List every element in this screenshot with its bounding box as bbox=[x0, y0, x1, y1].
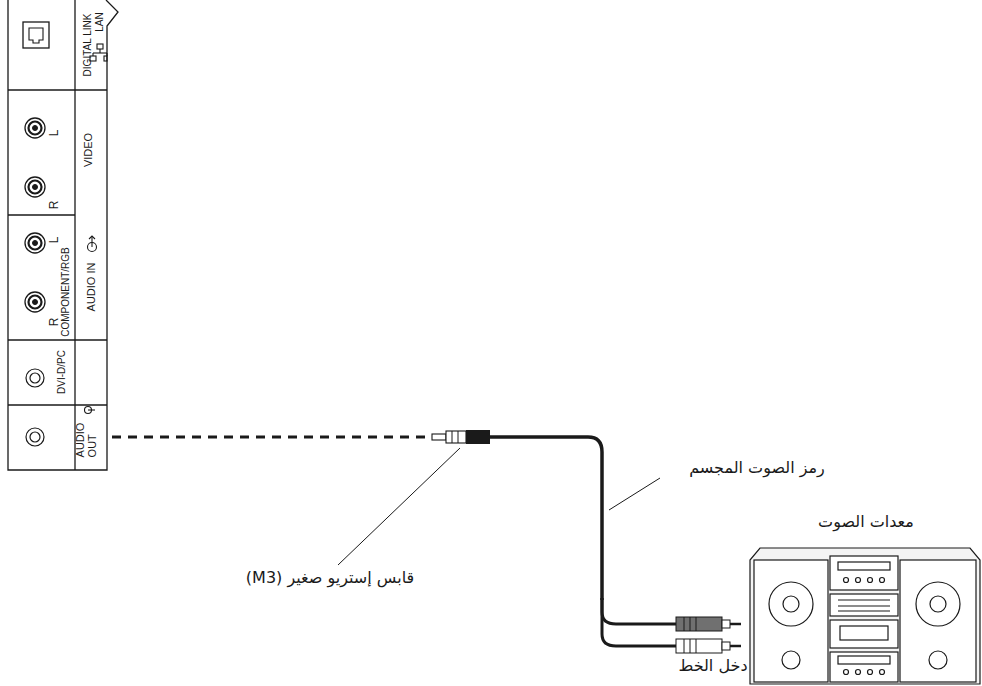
leader-lines bbox=[338, 448, 660, 565]
terminal-panel bbox=[8, 0, 118, 470]
input-label: دخل الخط bbox=[678, 658, 747, 675]
port-label: VIDEO bbox=[83, 133, 95, 167]
audio-out-symbol bbox=[85, 407, 96, 414]
equipment-label: معدات الصوت bbox=[818, 514, 914, 531]
port-label: AUDIO IN bbox=[86, 263, 98, 312]
rca-plugs bbox=[676, 617, 741, 653]
port-label: COMPONENT/RGB bbox=[61, 247, 72, 336]
dashed-connection bbox=[112, 436, 430, 439]
mini-jacks bbox=[26, 369, 44, 446]
audio-equipment bbox=[750, 548, 980, 684]
rca-jacks bbox=[25, 118, 45, 312]
audio-in-symbol bbox=[88, 236, 97, 252]
port-label: LAN bbox=[95, 12, 106, 31]
channel-label: L bbox=[48, 130, 61, 137]
channel-label: R bbox=[48, 201, 61, 210]
channel-label: R bbox=[48, 318, 61, 327]
mini-plug bbox=[432, 430, 490, 444]
channel-label: L bbox=[48, 237, 61, 244]
port-label: DVI-D/PC bbox=[57, 350, 68, 394]
port-label: AUDIO OUT bbox=[75, 423, 98, 458]
stereo-cable bbox=[490, 437, 676, 646]
cable-label: رمز الصوت المجسم bbox=[689, 460, 825, 477]
plug-label: قابس إستريو صغير (M3) bbox=[246, 570, 414, 587]
lan-port bbox=[23, 22, 49, 48]
port-label: DIGITAL LINK bbox=[83, 14, 94, 77]
